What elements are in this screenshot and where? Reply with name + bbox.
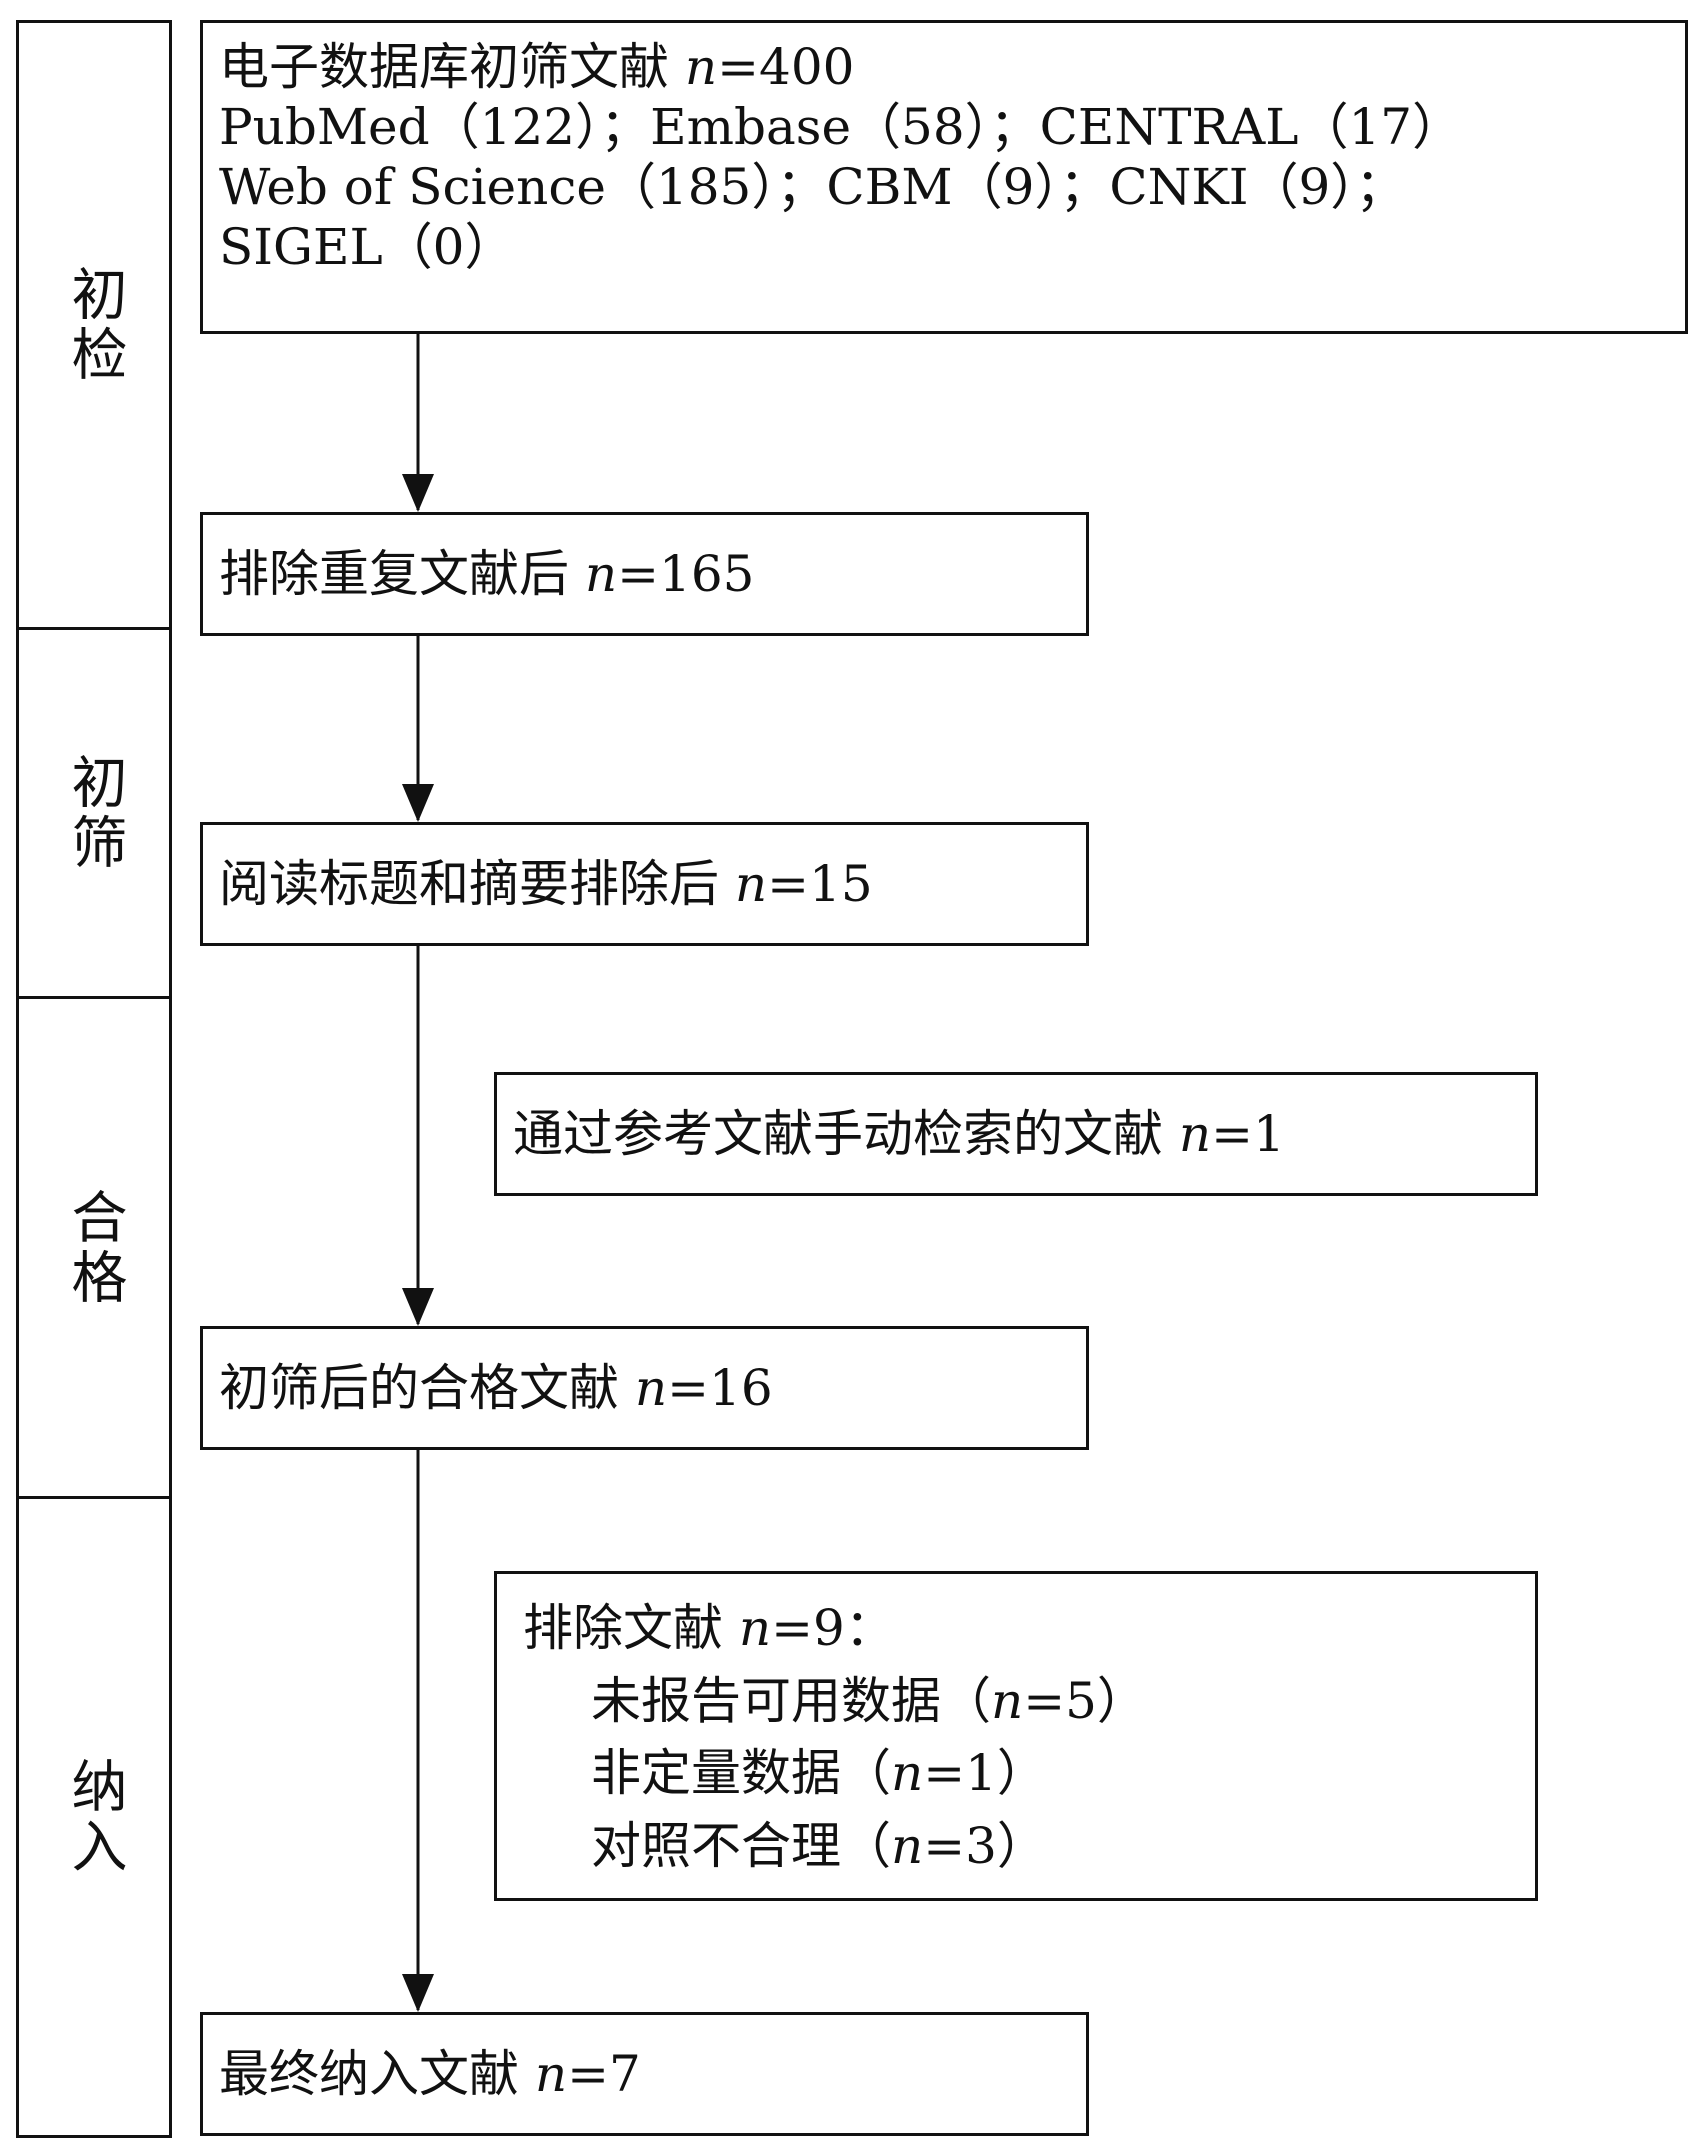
stage-label: 初筛: [62, 753, 127, 873]
stage-eligibility: 合格: [19, 996, 169, 1496]
included-text: 最终纳入文献 n=7: [219, 2045, 641, 2103]
exclusion-reason: 未报告可用数据（n=5）: [591, 1671, 1147, 1730]
search-total-line: 电子数据库初筛文献 n=400: [219, 38, 855, 96]
eligible-text: 初筛后的合格文献 n=16: [219, 1359, 773, 1417]
stage-included: 纳入: [19, 1496, 169, 2135]
arrowhead-dedup: [402, 474, 434, 512]
arrowhead-title: [402, 784, 434, 822]
included-box: 最终纳入文献 n=7: [200, 2012, 1089, 2136]
manual-search-text: 通过参考文献手动检索的文献 n=1: [513, 1105, 1285, 1163]
search-results-box: 电子数据库初筛文献 n=400 PubMed（122）；Embase（58）；C…: [200, 20, 1688, 334]
database-counts-line-1: PubMed（122）；Embase（58）；CENTRAL（17）: [219, 98, 1463, 156]
excluded-box: 排除文献 n=9： 未报告可用数据（n=5） 非定量数据（n=1） 对照不合理（…: [494, 1571, 1538, 1901]
stage-screening: 初筛: [19, 627, 169, 996]
exclusion-reason: 非定量数据（n=1）: [591, 1744, 1047, 1802]
stage-label: 合格: [62, 1187, 127, 1308]
dedup-box: 排除重复文献后 n=165: [200, 512, 1089, 636]
arrowhead-included: [402, 1974, 434, 2012]
arrowhead-eligible: [402, 1288, 434, 1326]
excluded-header: 排除文献 n=9：: [523, 1599, 895, 1657]
database-counts-line-2: Web of Science（185）；CBM（9）；CNKI（9）；: [219, 158, 1406, 216]
database-counts-line-3: SIGEL（0）: [219, 218, 515, 276]
stage-column: 初检 初筛 合格 纳入: [16, 20, 172, 2138]
title-abstract-text: 阅读标题和摘要排除后 n=15: [219, 855, 873, 913]
stage-label: 初检: [62, 265, 127, 385]
exclusion-reason: 对照不合理（n=3）: [591, 1816, 1047, 1875]
manual-search-box: 通过参考文献手动检索的文献 n=1: [494, 1072, 1538, 1196]
stage-label: 纳入: [62, 1757, 127, 1877]
dedup-text: 排除重复文献后 n=165: [219, 545, 755, 603]
eligible-box: 初筛后的合格文献 n=16: [200, 1326, 1089, 1450]
stage-initial-search: 初检: [19, 23, 169, 627]
title-abstract-box: 阅读标题和摘要排除后 n=15: [200, 822, 1089, 946]
